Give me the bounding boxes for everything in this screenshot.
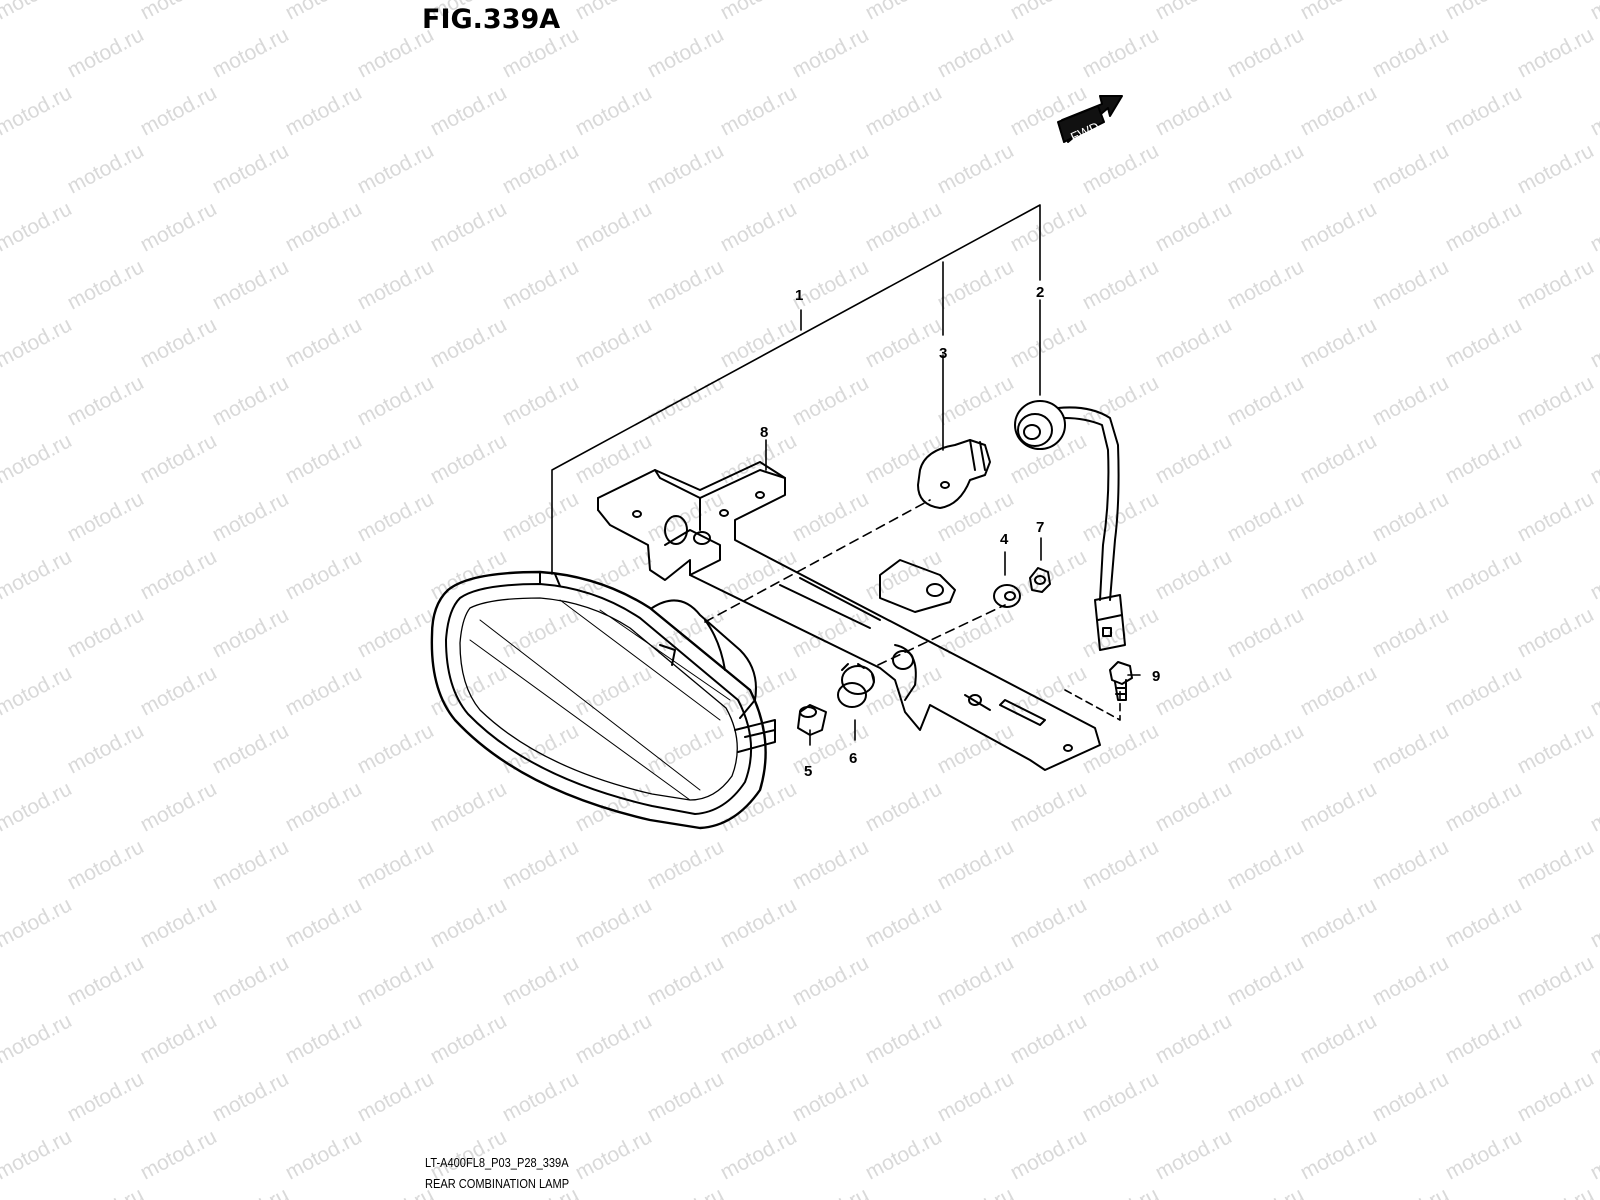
bolt-part-9	[1109, 661, 1133, 701]
bracket-part-8	[597, 461, 1101, 771]
callout-6: 6	[849, 750, 857, 767]
cushion-part-5	[797, 704, 827, 736]
drawing-code: LT-A400FL8_P03_P28_339A	[425, 1155, 569, 1170]
leader-lines	[551, 204, 1141, 746]
callout-8: 8	[760, 424, 768, 441]
callout-numbers: 1 2 3 4 5 6 7 8 9	[760, 284, 1160, 780]
figure-title: FIG.339A	[422, 4, 561, 35]
callout-4: 4	[1000, 531, 1009, 548]
bulb-part-3	[917, 439, 991, 509]
fwd-arrow-icon	[1057, 95, 1123, 143]
washer-part-4	[993, 584, 1021, 608]
figure-caption: REAR COMBINATION LAMP	[425, 1176, 570, 1191]
grommet-part-6	[837, 663, 875, 708]
nut-part-7	[1029, 567, 1051, 593]
callout-5: 5	[804, 763, 812, 780]
callout-7: 7	[1036, 519, 1044, 536]
callout-1: 1	[795, 287, 803, 304]
lamp-housing-part-1	[430, 570, 776, 830]
socket-part-2	[1014, 400, 1126, 651]
callout-2: 2	[1036, 284, 1044, 301]
callout-9: 9	[1152, 668, 1160, 685]
callout-3: 3	[939, 345, 947, 362]
